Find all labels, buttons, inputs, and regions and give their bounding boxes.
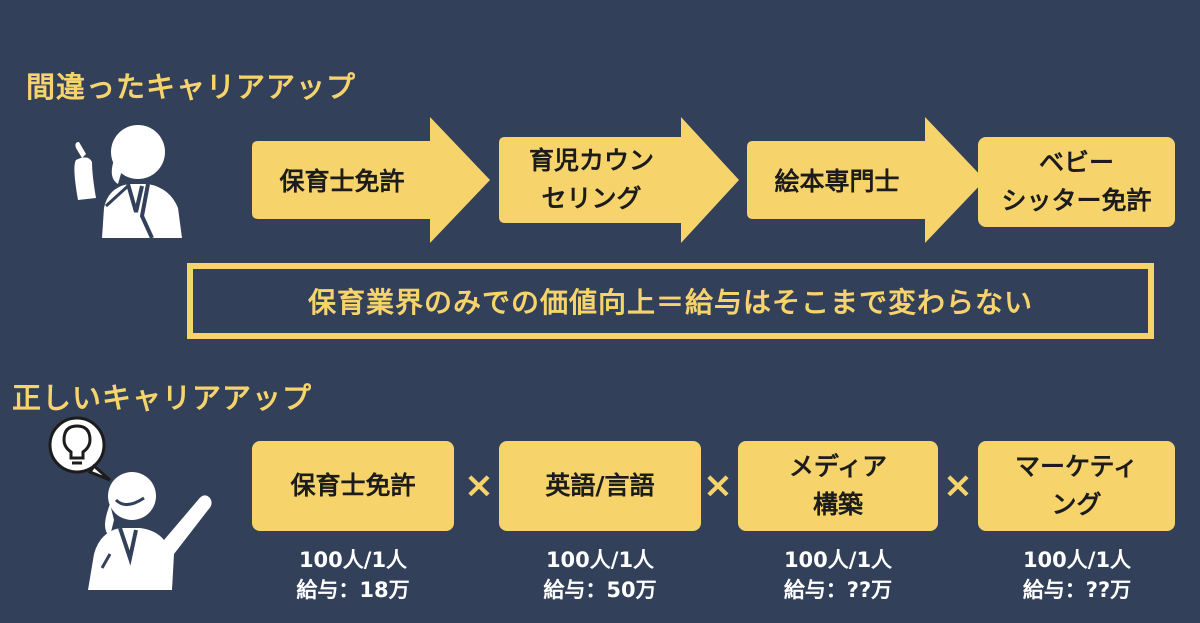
stat-3-ratio: 100人/1人	[783, 548, 893, 572]
stat-4-ratio: 100人/1人	[1022, 548, 1132, 572]
stat-1: 100人/1人 給与：18万	[253, 545, 453, 605]
right-item-2: 英語/言語	[499, 441, 701, 531]
wrong-career-title: 間違ったキャリアアップ	[26, 70, 357, 104]
stat-3: 100人/1人 給与：??万	[738, 545, 938, 605]
wrong-step-2: 育児カウン セリング	[528, 146, 654, 213]
person-pointing-icon	[74, 125, 182, 238]
arrow-shape-2	[499, 117, 739, 243]
stat-4-salary: 給与：??万	[1022, 578, 1132, 602]
right-item-1: 保育士免許	[252, 441, 454, 531]
arrow-shape-1	[252, 117, 490, 243]
stat-2-ratio: 100人/1人	[545, 548, 655, 572]
stat-3-salary: 給与：??万	[783, 578, 893, 602]
wrong-step-4: ベビー シッター免許	[1001, 148, 1152, 215]
stat-4: 100人/1人 給与：??万	[977, 545, 1177, 605]
arrow-shape-3	[747, 117, 985, 243]
lightbulb-icon	[48, 416, 111, 482]
person-cheering-icon	[88, 472, 212, 590]
right-item-3: メディア 構築	[738, 441, 938, 531]
wrong-step-4-box	[978, 137, 1175, 227]
multiply-icon-2: ×	[702, 465, 734, 506]
wrong-step-1: 保育士免許	[279, 167, 405, 196]
stat-1-salary: 給与：18万	[296, 578, 410, 602]
stat-1-ratio: 100人/1人	[298, 548, 408, 572]
conclusion-banner: 保育業界のみでの価値向上＝給与はそこまで変わらない	[187, 263, 1154, 339]
right-career-title: 正しいキャリアアップ	[12, 381, 313, 415]
multiply-icon-3: ×	[942, 465, 974, 506]
wrong-step-3: 絵本専門士	[774, 167, 900, 196]
multiply-icon-1: ×	[463, 465, 495, 506]
stat-2: 100人/1人 給与：50万	[500, 545, 700, 605]
conclusion-text: 保育業界のみでの価値向上＝給与はそこまで変わらない	[307, 286, 1033, 319]
right-item-4: マーケティ ング	[978, 441, 1175, 531]
stat-2-salary: 給与：50万	[543, 578, 657, 602]
